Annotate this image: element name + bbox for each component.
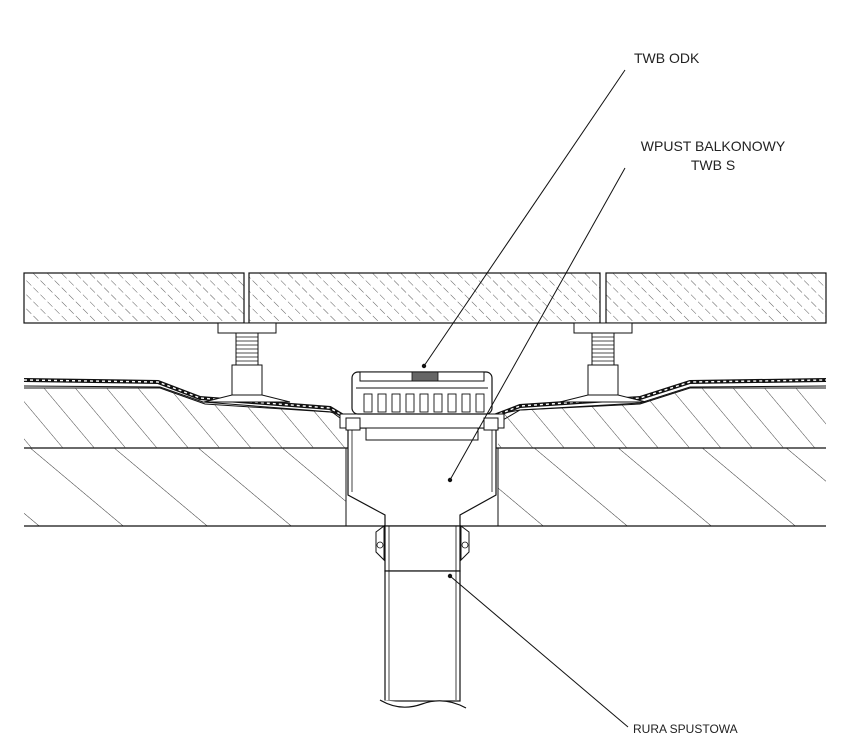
label-wpust-line2: TWB S bbox=[691, 157, 735, 173]
balcony-drain-body bbox=[339, 413, 505, 527]
pedestal-left bbox=[203, 322, 291, 403]
paving-slabs bbox=[23, 272, 827, 324]
drain-extension-top bbox=[351, 371, 493, 415]
label-wpust-line1: WPUST BALKONOWY bbox=[641, 138, 786, 154]
pedestal-right bbox=[559, 322, 647, 403]
leader-lines bbox=[421, 69, 629, 728]
downpipe bbox=[375, 525, 470, 709]
label-rura-spustowa: RURA SPUSTOWA bbox=[633, 722, 738, 736]
label-twb-odk: TWB ODK bbox=[634, 50, 700, 66]
